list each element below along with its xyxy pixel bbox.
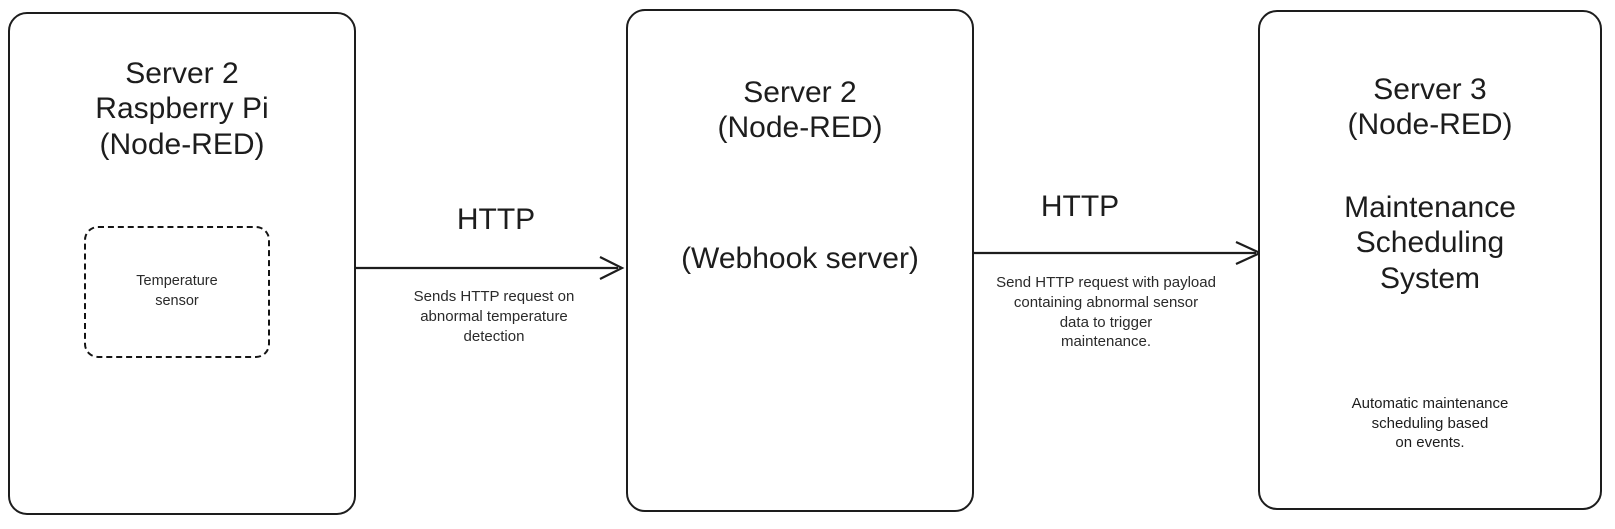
connector-pi-to-webhook	[356, 256, 625, 280]
node-server2-webhook-heading: Server 2 (Node-RED)	[717, 76, 883, 145]
connector-webhook-to-maintenance	[974, 241, 1263, 265]
temperature-sensor-label: Temperature sensor	[136, 273, 218, 309]
node-server2-raspberry-pi[interactable]: Server 2 Raspberry Pi (Node-RED) Tempera…	[8, 12, 356, 515]
edge-pi-to-webhook-description: Sends HTTP request on abnormal temperatu…	[413, 288, 575, 345]
node-server3-maintenance[interactable]: Server 3 (Node-RED) Maintenance Scheduli…	[1258, 10, 1602, 510]
node-server3-maintenance-subheading: Maintenance Scheduling System	[1344, 191, 1516, 295]
temperature-sensor-box[interactable]: Temperature sensor	[84, 226, 270, 358]
node-server2-raspberry-pi-heading: Server 2 Raspberry Pi (Node-RED)	[95, 57, 269, 161]
edge-pi-to-webhook-protocol: HTTP	[456, 203, 536, 236]
node-server3-maintenance-description: Automatic maintenance scheduling based o…	[1351, 395, 1509, 451]
node-server2-webhook-subheading: (Webhook server)	[681, 242, 919, 275]
node-server2-webhook[interactable]: Server 2 (Node-RED) (Webhook server)	[626, 9, 974, 512]
edge-webhook-to-maintenance-protocol: HTTP	[1040, 190, 1120, 223]
node-server3-maintenance-heading: Server 3 (Node-RED)	[1347, 73, 1513, 142]
edge-webhook-to-maintenance-description: Send HTTP request with payload containin…	[996, 274, 1216, 351]
